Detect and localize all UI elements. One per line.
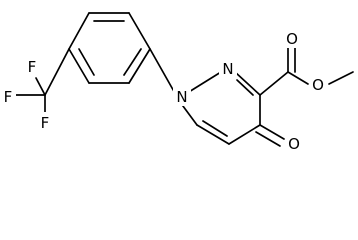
bond-c5-c6-double [202,120,228,137]
atom-f-top: F [28,58,37,76]
f-bottom-bg [37,112,53,132]
atom-f-left: F [4,88,13,106]
bond-benzene-6 [128,48,151,84]
bond-benzene-3 [68,12,90,50]
o-ester-bg [309,74,327,94]
bond-benzene-double-2 [78,48,95,76]
f-top-bg [24,56,40,76]
atom-o-ester: O [312,76,324,94]
n1-bg [173,86,191,106]
bond-c4-o-ketone-1 [259,124,285,140]
bond-benzene-1 [128,12,151,50]
atom-n1: N [176,88,187,106]
molecule-diagram: F F F N N O O O [0,12,354,152]
atom-f-bottom: F [41,114,50,132]
bond-n2-c3-double [236,79,254,96]
structure-svg: F F F N N O O O [0,12,354,152]
bond-c5-c6 [196,124,230,145]
o-carbonyl-bg [283,28,301,48]
o-ketone-bg [285,133,303,152]
atom-o-ketone: O [288,135,300,152]
f-left-bg [0,86,16,106]
atom-n2: N [222,60,233,78]
bond-ring-n1 [149,48,177,96]
bond-c-f-top [35,77,46,96]
bond-c4-o-ketone-2 [255,131,281,147]
bond-c3-ester-c [259,71,289,96]
n2-bg [219,58,237,78]
bond-ring-cf3 [44,48,70,96]
bond-ester-c-o-single [287,71,309,85]
bond-benzene-double-3 [123,48,142,76]
bond-n2-c3 [234,71,261,96]
atom-o-carbonyl-ester: O [286,30,298,48]
bond-benzene-4 [68,48,90,84]
bond-c4-c5 [228,124,261,145]
bond-o-methyl [328,71,354,85]
